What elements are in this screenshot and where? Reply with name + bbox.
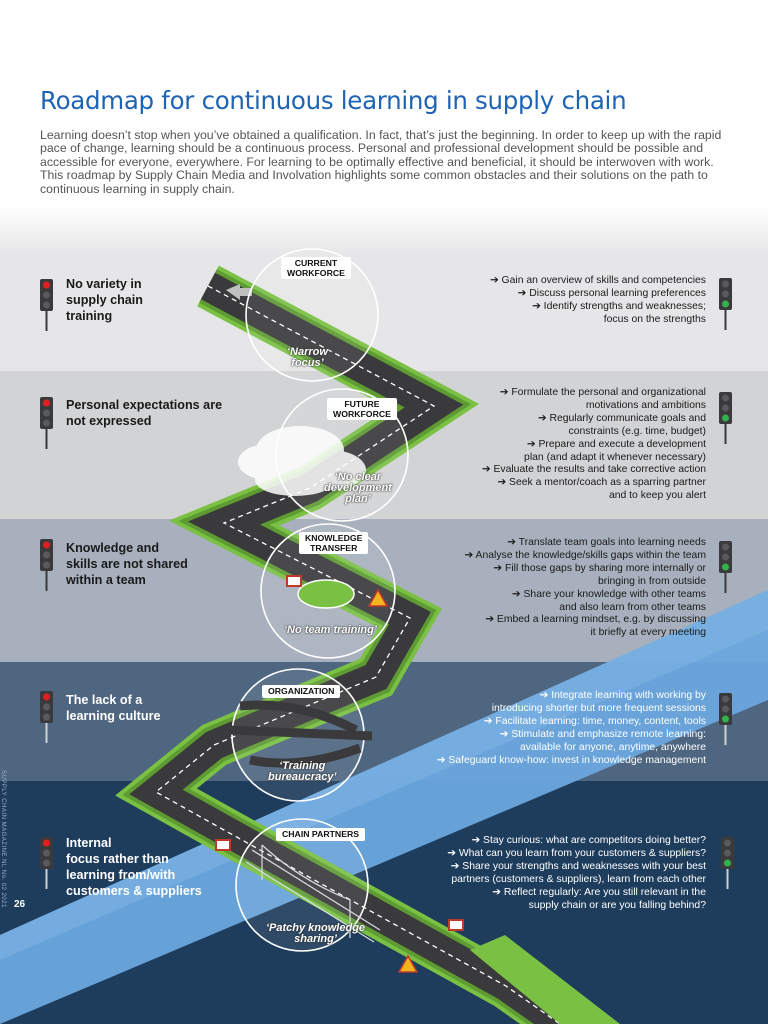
roadblocks (215, 575, 464, 931)
red-traffic-light-icon (40, 691, 53, 743)
green-traffic-light-icon (721, 837, 734, 889)
green-traffic-light-icon (719, 541, 732, 593)
problem-no-variety: No variety in supply chain training (66, 277, 143, 323)
red-traffic-light-icon (40, 397, 53, 449)
stage-label-future-workforce: FUTURE WORKFORCE (327, 398, 397, 420)
roundabout (297, 579, 355, 609)
solution-line: ➔ Integrate learning with working by (539, 690, 706, 701)
solution-line: ➔ Prepare and execute a development (526, 438, 706, 450)
solution-line: ➔ Evaluate the results and take correcti… (481, 464, 706, 476)
solution-line: ➔ Analyse the knowledge/skills gaps with… (464, 549, 706, 561)
solution-line: ➔ Embed a learning mindset, e.g. by disc… (485, 614, 706, 626)
magazine-sidebar-text: SUPPLY CHAIN MAGAZINE NL No. 02 2021 (0, 770, 6, 908)
solution-line: supply chain or are you falling behind? (528, 899, 706, 911)
red-traffic-light-icon (40, 279, 53, 331)
fog-cloud (238, 426, 366, 496)
solution-line: ➔ Share your strengths and weaknesses wi… (450, 860, 706, 872)
interchange (229, 700, 373, 768)
solution-line: introducing shorter but more frequent se… (491, 702, 706, 714)
solution-line: motivations and ambitions (585, 399, 706, 411)
solution-line: ➔ What can you learn from your customers… (447, 847, 706, 859)
stage-label-current-workforce: CURRENT WORKFORCE (281, 257, 351, 279)
solution-line: plan (and adapt it whenever necessary) (524, 451, 706, 463)
solutions-current-workforce: ➔ Gain an overview of skills and compete… (406, 275, 706, 327)
green-traffic-light-icon (719, 693, 732, 745)
stage-label-knowledge-transfer: KNOWLEDGE TRANSFER (299, 532, 369, 554)
page-title: Roadmap for continuous learning in suppl… (40, 86, 627, 115)
stage-label-chain-partners: CHAIN PARTNERS (276, 828, 366, 841)
solution-line: ➔ Stimulate and emphasize remote learnin… (499, 728, 706, 740)
band-current-workforce (0, 255, 768, 371)
solution-line: and to keep you alert (608, 490, 706, 502)
band-fade (0, 205, 768, 255)
solutions-chain-partners: ➔ Stay curious: what are competitors doi… (406, 835, 706, 912)
solution-line: ➔ Reflect regularly: Are you still relev… (492, 886, 706, 898)
solution-line: and also learn from other teams (559, 601, 706, 613)
obstacle-no-development-plan: ‘No clear development plan’ (324, 471, 392, 505)
solution-line: partners (customers & suppliers), learn … (451, 873, 706, 885)
road-start-arrow (226, 284, 252, 300)
obstacle-training-bureaucracy: ‘Training bureaucracy’ (268, 760, 337, 783)
warning-signs (367, 588, 419, 973)
solutions-knowledge-transfer: ➔ Translate team goals into learning nee… (406, 537, 706, 640)
solution-line: ➔ Seek a mentor/coach as a sparring part… (497, 477, 706, 489)
solution-line: available for anyone, anytime, anywhere (520, 741, 706, 753)
solution-line: it briefly at every meeting (590, 627, 707, 639)
solution-line: bringing in from outside (597, 575, 706, 587)
problem-expectations: Personal expectations are not expressed (66, 398, 223, 428)
red-traffic-light-icon (40, 539, 53, 591)
solutions-future-workforce: ➔ Formulate the personal and organizatio… (406, 387, 706, 503)
solution-line: ➔ Translate team goals into learning nee… (507, 537, 706, 548)
solution-line: ➔ Facilitate learning: time, money, cont… (483, 715, 706, 727)
solutions-organization: ➔ Integrate learning with working by int… (406, 690, 706, 767)
obstacle-narrow-focus: ‘Narrow focus’ (287, 346, 328, 369)
solution-line: ➔ Stay curious: what are competitors doi… (471, 835, 706, 846)
solution-line: ➔ Share your knowledge with other teams (511, 588, 706, 600)
solution-line: ➔ Discuss personal learning preferences (517, 287, 706, 299)
bridge (245, 844, 381, 943)
solution-line: focus on the strengths (603, 313, 706, 325)
problem-knowledge-not-shared: Knowledge and skills are not shared with… (66, 541, 188, 587)
green-traffic-light-icon (719, 392, 732, 444)
solution-line: ➔ Identify strengths and weaknesses; (532, 300, 706, 312)
solution-line: ➔ Safeguard know-how: invest in knowledg… (436, 754, 706, 766)
red-traffic-light-icon (40, 837, 53, 889)
solution-line: ➔ Formulate the personal and organizatio… (499, 387, 706, 398)
obstacle-patchy-knowledge: ‘Patchy knowledge sharing’ (266, 922, 366, 945)
page-number: 26 (14, 899, 26, 910)
solution-line: ➔ Gain an overview of skills and compete… (489, 275, 706, 286)
solution-line: ➔ Fill those gaps by sharing more intern… (493, 562, 706, 574)
problem-learning-culture: The lack of a learning culture (66, 693, 161, 723)
obstacle-no-team-training: ‘No team training’ (284, 624, 377, 636)
solution-line: ➔ Regularly communicate goals and (537, 412, 706, 424)
green-traffic-light-icon (719, 278, 732, 330)
intro-paragraph: Learning doesn’t stop when you’ve obtain… (40, 128, 722, 196)
stage-label-organization: ORGANIZATION (262, 685, 341, 698)
problem-internal-focus: Internal focus rather than learning from… (66, 836, 202, 898)
solution-line: constraints (e.g. time, budget) (568, 425, 706, 437)
